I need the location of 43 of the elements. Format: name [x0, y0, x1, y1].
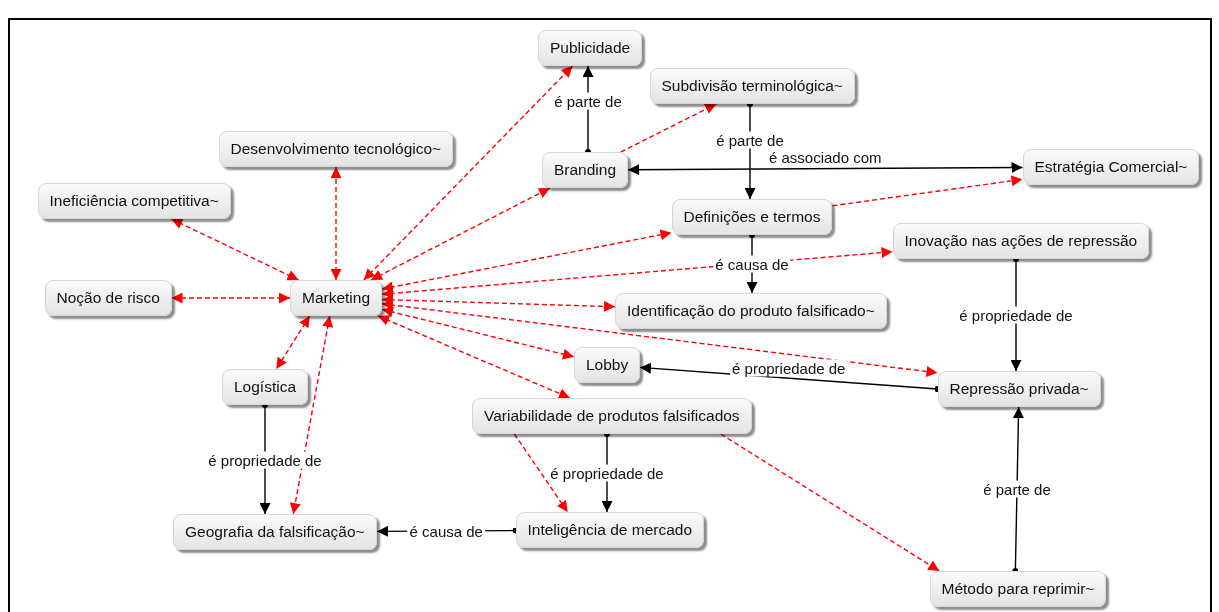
connector-arrow	[289, 315, 334, 515]
connector-arrow	[620, 103, 717, 153]
concept-box: Logística	[222, 369, 309, 405]
concept-box: Desenvolvimento tecnológico~	[218, 131, 454, 167]
concept-box: Variabilidade de produtos falsificados	[472, 398, 752, 434]
connector-arrow	[627, 162, 1024, 176]
concept-box: Estratégia Comercial~	[1022, 149, 1200, 185]
edge-label: é parte de	[714, 131, 786, 148]
concept-box: Identificação do produto falsificado~	[615, 293, 887, 329]
connector-arrow	[377, 315, 571, 399]
edge-label: é causa de	[713, 255, 791, 273]
concept-box: Marketing	[290, 280, 383, 316]
connector-arrow	[720, 433, 940, 572]
concept-box: Publicidade	[538, 30, 643, 66]
connector-arrow	[831, 175, 1024, 207]
concept-box: Lobby	[574, 347, 641, 383]
edge-label: é propriedade de	[548, 464, 666, 482]
connector-arrow	[381, 306, 575, 360]
concept-box: Subdivisão terminológica~	[649, 68, 855, 104]
concept-box: Inovação nas ações de repressão	[892, 223, 1150, 259]
concept-box: Inteligência de mercado	[515, 512, 705, 548]
concept-box: Noção de risco	[44, 280, 172, 316]
connector-arrow	[170, 292, 291, 304]
concept-box: Geografia da falsificação~	[173, 514, 377, 550]
edge-label: é parte de	[981, 480, 1053, 498]
connector-arrow	[363, 65, 574, 281]
connector-arrow	[170, 218, 300, 281]
connector-arrow	[330, 166, 342, 281]
edge-label: é propriedade de	[730, 359, 848, 377]
connector-arrow	[381, 299, 939, 377]
connector-arrow	[370, 187, 551, 281]
edge-label: é parte de	[552, 92, 624, 110]
concept-box: Branding	[542, 152, 629, 188]
connector-arrow	[381, 229, 673, 293]
concept-box: Definições e termos	[671, 199, 833, 235]
concept-box: Ineficiência competitiva~	[37, 183, 231, 219]
concept-box: Método para reprimir~	[929, 571, 1107, 607]
edge-label: é propriedade de	[957, 306, 1075, 324]
connector-arrow	[275, 315, 311, 370]
edge-label: é propriedade de	[206, 451, 324, 468]
concept-box: Repressão privada~	[937, 371, 1101, 407]
connector-arrow	[381, 294, 616, 312]
connector-arrow	[513, 433, 569, 513]
